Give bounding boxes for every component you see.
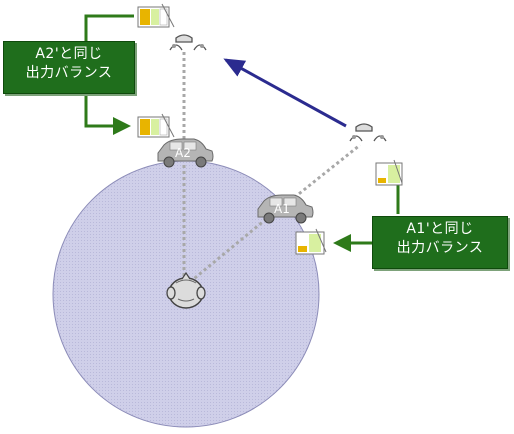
movement-arrow <box>223 58 347 128</box>
connector-lines-a2 <box>84 14 134 135</box>
car-a2-label: A2 <box>175 146 191 160</box>
speaker-pair-icon <box>349 123 387 142</box>
a2-balance-line2: 出力バランス <box>25 65 113 81</box>
car-icon: A2 <box>157 138 214 168</box>
sight-lines <box>182 52 361 284</box>
car-icon: A1 <box>257 194 314 224</box>
listener-head-icon <box>166 271 206 309</box>
level-meter-icon <box>295 228 327 255</box>
car-a1-label: A1 <box>274 202 290 216</box>
level-meter-icon <box>375 159 403 186</box>
level-meter-icon <box>137 113 175 138</box>
a1-balance-label: A1'と同じ 出力バランス <box>372 216 508 269</box>
a1-balance-line2: 出力バランス <box>396 240 484 256</box>
a2-balance-label: A2'と同じ 出力バランス <box>3 41 135 94</box>
speaker-pair-icon <box>169 34 207 51</box>
level-meter-icon <box>137 3 175 28</box>
a1-balance-line1: A1'と同じ <box>406 221 474 237</box>
a2-balance-line1: A2'と同じ <box>35 46 103 62</box>
